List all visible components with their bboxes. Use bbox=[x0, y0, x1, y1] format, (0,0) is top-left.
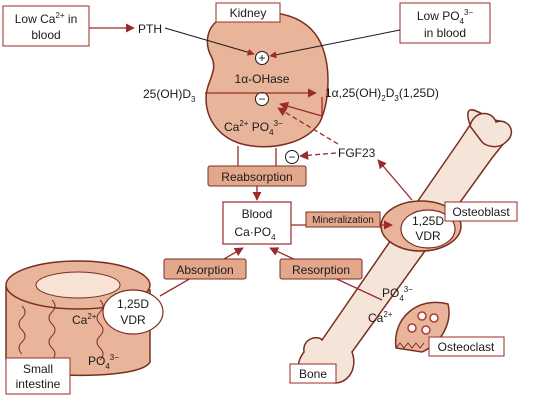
low-calcium-line2: blood bbox=[31, 28, 60, 42]
osteoblast-label: Osteoblast bbox=[452, 205, 510, 219]
intestine-ca-label: Ca2+ bbox=[72, 312, 97, 327]
arrow-low-po4-to-kidney bbox=[269, 29, 401, 59]
arrow-osteoblast-to-fgf23 bbox=[377, 159, 413, 201]
osteoclast-label-box bbox=[428, 336, 505, 357]
reabsorption-inhibit-sign bbox=[285, 150, 299, 164]
resorption-label: Resorption bbox=[292, 263, 350, 277]
kidney-enzyme: 1α-OHase bbox=[235, 72, 290, 86]
intestine-vdr-oval bbox=[102, 289, 164, 335]
osteoblast-label-box bbox=[444, 201, 518, 222]
kidney-label-box bbox=[215, 2, 281, 23]
small-intestine-label-box bbox=[5, 357, 71, 395]
bone-label: Bone bbox=[299, 367, 327, 381]
kidney-stimulate-sign bbox=[255, 51, 269, 65]
reabsorption-minus: − bbox=[288, 150, 295, 164]
kidney-plus: + bbox=[258, 51, 265, 65]
low-calcium-line1: Low Ca2+ in bbox=[15, 11, 78, 26]
small-intestine-label-line2: intestine bbox=[16, 377, 61, 391]
low-calcium-box bbox=[2, 5, 90, 47]
absorption-box bbox=[163, 258, 247, 280]
arrow-pth-to-kidney bbox=[164, 27, 255, 56]
bone-ca-label: Ca2+ bbox=[368, 310, 393, 325]
osteoblast-cell: 1,25D VDR bbox=[380, 200, 462, 252]
mineralization-box bbox=[305, 211, 381, 228]
blood-box bbox=[222, 201, 292, 245]
pth-label: PTH bbox=[138, 22, 162, 36]
substrate-label: 25(OH)D3 bbox=[143, 87, 196, 104]
kidney-organ bbox=[205, 11, 329, 148]
osteoclast-label: Osteoclast bbox=[438, 340, 495, 354]
blood-label-line2: Ca·PO4 bbox=[234, 225, 276, 242]
low-phosphate-line2: in blood bbox=[424, 26, 466, 40]
arrow-product-feedback bbox=[279, 97, 323, 117]
intestine-po4-label: PO43− bbox=[88, 353, 119, 371]
osteoblast-vdr-oval bbox=[400, 209, 456, 249]
kidney-minus: − bbox=[258, 92, 265, 106]
absorption-label: Absorption bbox=[176, 263, 233, 277]
bone-label-box bbox=[289, 363, 337, 384]
kidney-minerals: Ca2+ PO43− bbox=[224, 119, 283, 137]
fgf23-label: FGF23 bbox=[338, 146, 376, 160]
kidney-label: Kidney bbox=[230, 6, 267, 20]
mineralization-label: Mineralization bbox=[312, 215, 374, 226]
small-intestine-label-line1: Small bbox=[23, 362, 53, 376]
intestine-vdr-top: 1,25D bbox=[117, 297, 149, 311]
bone-top-knob bbox=[469, 112, 513, 148]
arrow-fgf23-inhibit-reabsorption bbox=[299, 150, 337, 160]
resorption-box bbox=[279, 258, 363, 280]
product-label: 1α,25(OH)2D3(1,25D) bbox=[325, 86, 439, 103]
reabsorption-label: Reabsorption bbox=[221, 170, 292, 184]
blood-label-line1: Blood bbox=[242, 207, 273, 221]
bone-po4-label: PO43− bbox=[382, 285, 413, 303]
osteoblast-vdr-top: 1,25D bbox=[412, 214, 444, 228]
arrow-fgf23-to-kidney bbox=[277, 107, 339, 145]
low-phosphate-box bbox=[399, 2, 491, 44]
osteoblast-vdr-bottom: VDR bbox=[415, 229, 441, 243]
intestine-vdr-bottom: VDR bbox=[120, 313, 146, 327]
low-phosphate-line1: Low PO43− bbox=[417, 8, 474, 26]
